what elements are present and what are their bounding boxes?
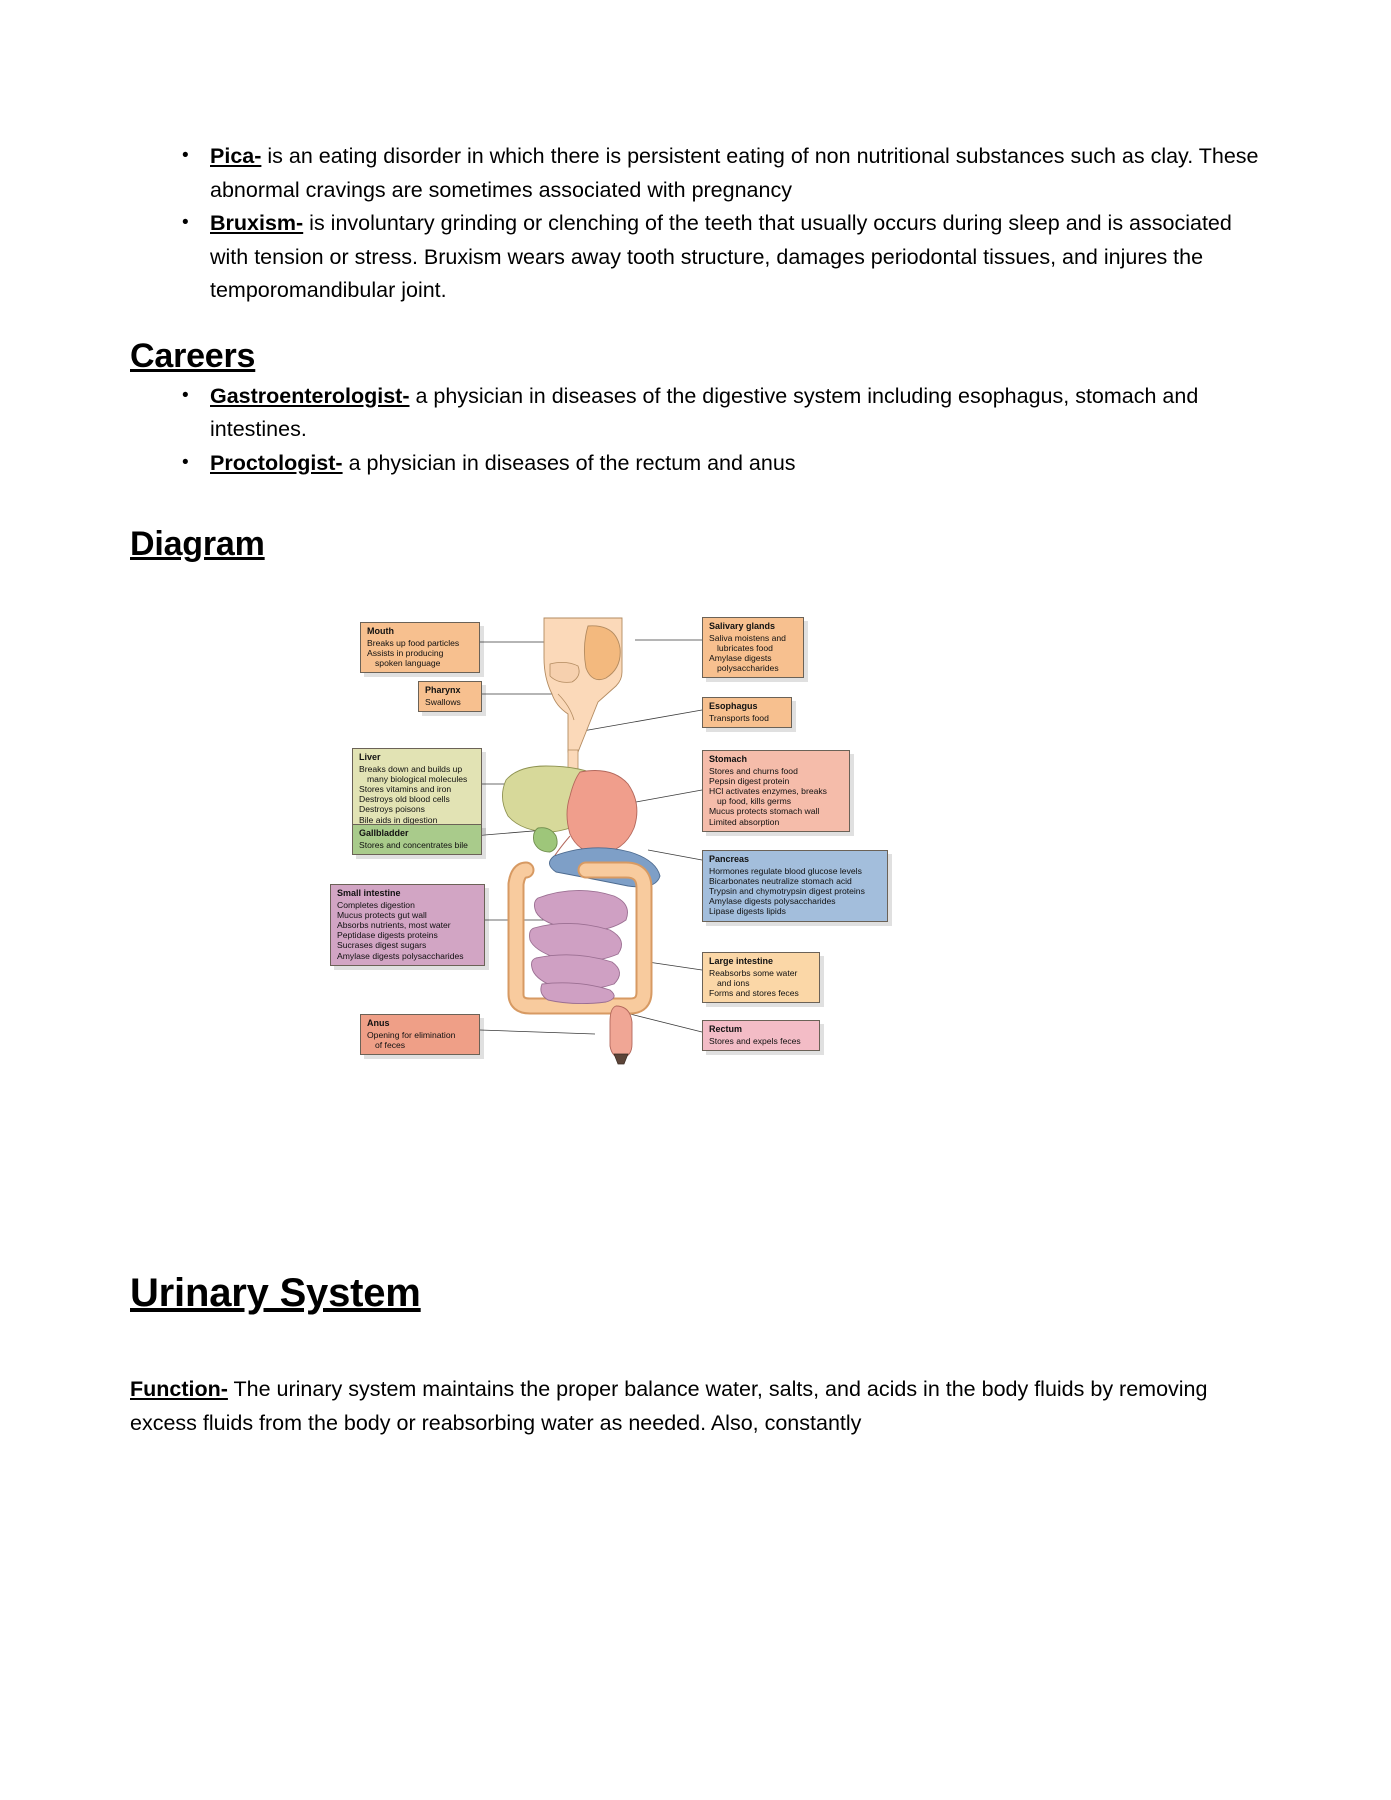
callout-line: Mucus protects gut wall [337, 909, 427, 920]
callout-title: Esophagus [709, 701, 758, 711]
callout-line: Peptidase digests proteins [337, 930, 438, 941]
list-item: Proctologist- a physician in diseases of… [130, 446, 1261, 481]
notes-bullet-list: Pica- is an eating disorder in which the… [130, 139, 1261, 308]
callout-esophagus: Esophagus Transports food [702, 697, 792, 728]
callout-line: Opening for elimination [367, 1029, 456, 1040]
callout-line: Limited absorption [709, 816, 780, 827]
callout-line: HCl activates enzymes, breaks [709, 785, 827, 796]
callout-mouth: Mouth Breaks up food particles Assists i… [360, 622, 480, 674]
callout-line: Stores vitamins and iron [359, 783, 452, 794]
callout-salivary-glands: Salivary glands Saliva moistens and lubr… [702, 617, 804, 679]
callout-line: Bile aids in digestion [359, 814, 438, 825]
callout-title: Stomach [709, 754, 748, 764]
list-item: Pica- is an eating disorder in which the… [130, 139, 1261, 207]
callout-line: Mucus protects stomach wall [709, 806, 820, 817]
term-label: Bruxism- [210, 211, 304, 235]
digestive-anatomy-illustration [459, 617, 703, 1065]
digestive-system-diagram: Mouth Breaks up food particles Assists i… [0, 602, 1391, 1102]
callout-line: Amylase digests polysaccharides [709, 896, 836, 907]
callout-line: Breaks down and builds up [359, 763, 463, 774]
callout-line: spoken language [375, 657, 441, 668]
callout-small-intestine: Small intestine Completes digestion Mucu… [330, 884, 485, 966]
callout-pharynx: Pharynx Swallows [418, 681, 482, 712]
term-definition: a physician in diseases of the digestive… [210, 383, 1199, 442]
callout-title: Anus [367, 1018, 390, 1028]
callout-line: Amylase digests polysaccharides [337, 950, 464, 961]
callout-line: and ions [717, 977, 750, 988]
callout-title: Salivary glands [709, 621, 776, 631]
callout-line: Reabsorbs some water [709, 967, 798, 978]
callout-line: Absorbs nutrients, most water [337, 919, 451, 930]
callout-line: up food, kills germs [717, 796, 792, 807]
term-label: Proctologist- [210, 450, 343, 475]
function-label: Function- [130, 1377, 228, 1401]
callout-title: Large intestine [709, 956, 774, 966]
callout-title: Mouth [367, 626, 394, 636]
callout-line: many biological molecules [367, 773, 468, 784]
callout-line: polysaccharides [717, 663, 779, 674]
term-label: Gastroenterologist- [210, 383, 410, 408]
callout-line: Trypsin and chymotrypsin digest proteins [709, 885, 865, 896]
urinary-function-paragraph: Function- The urinary system maintains t… [130, 1373, 1261, 1440]
callout-line: Stores and expels feces [709, 1035, 801, 1046]
callout-line: Pepsin digest protein [709, 775, 790, 786]
callout-title: Liver [359, 752, 381, 762]
careers-heading: Careers [130, 336, 256, 375]
callout-stomach: Stomach Stores and churns food Pepsin di… [702, 750, 850, 832]
callout-rectum: Rectum Stores and expels feces [702, 1020, 820, 1051]
term-definition: a physician in diseases of the rectum an… [342, 450, 796, 475]
callout-title: Small intestine [337, 888, 401, 898]
callout-line: Stores and churns food [709, 765, 798, 776]
callout-pancreas: Pancreas Hormones regulate blood glucose… [702, 850, 888, 922]
callout-line: Assists in producing [367, 647, 444, 658]
callout-title: Rectum [709, 1024, 743, 1034]
callout-line: Sucrases digest sugars [337, 940, 427, 951]
callout-line: Bicarbonates neutralize stomach acid [709, 875, 852, 886]
callout-line: Swallows [425, 696, 461, 707]
callout-line: Stores and concentrates bile [359, 839, 468, 850]
term-label: Pica- [210, 144, 262, 168]
careers-bullet-list: Gastroenterologist- a physician in disea… [130, 379, 1261, 481]
callout-liver: Liver Breaks down and builds up many bio… [352, 748, 482, 830]
callout-title: Gallbladder [359, 828, 409, 838]
callout-large-intestine: Large intestine Reabsorbs some water and… [702, 952, 820, 1004]
callout-anus: Anus Opening for elimination of feces [360, 1014, 480, 1055]
urinary-system-heading: Urinary System [130, 1271, 421, 1315]
callout-line: Breaks up food particles [367, 637, 460, 648]
callout-line: Amylase digests [709, 652, 772, 663]
callout-line: Destroys poisons [359, 804, 425, 815]
callout-line: Lipase digests lipids [709, 906, 786, 917]
term-definition: is an eating disorder in which there is … [210, 144, 1259, 202]
callout-line: Completes digestion [337, 899, 415, 910]
callout-line: Saliva moistens and [709, 632, 786, 643]
diagram-heading: Diagram [130, 525, 265, 563]
callout-line: Forms and stores feces [709, 987, 799, 998]
callout-line: lubricates food [717, 642, 773, 653]
callout-title: Pharynx [425, 685, 461, 695]
callout-line: Transports food [709, 712, 769, 723]
list-item: Gastroenterologist- a physician in disea… [130, 379, 1261, 447]
callout-line: Destroys old blood cells [359, 794, 450, 805]
callout-line: of feces [375, 1039, 406, 1050]
callout-title: Pancreas [709, 854, 750, 864]
callout-gallbladder: Gallbladder Stores and concentrates bile [352, 824, 482, 855]
function-text: The urinary system maintains the proper … [130, 1377, 1208, 1435]
list-item: Bruxism- is involuntary grinding or clen… [130, 206, 1261, 308]
term-definition: is involuntary grinding or clenching of … [210, 211, 1232, 302]
callout-line: Hormones regulate blood glucose levels [709, 865, 862, 876]
